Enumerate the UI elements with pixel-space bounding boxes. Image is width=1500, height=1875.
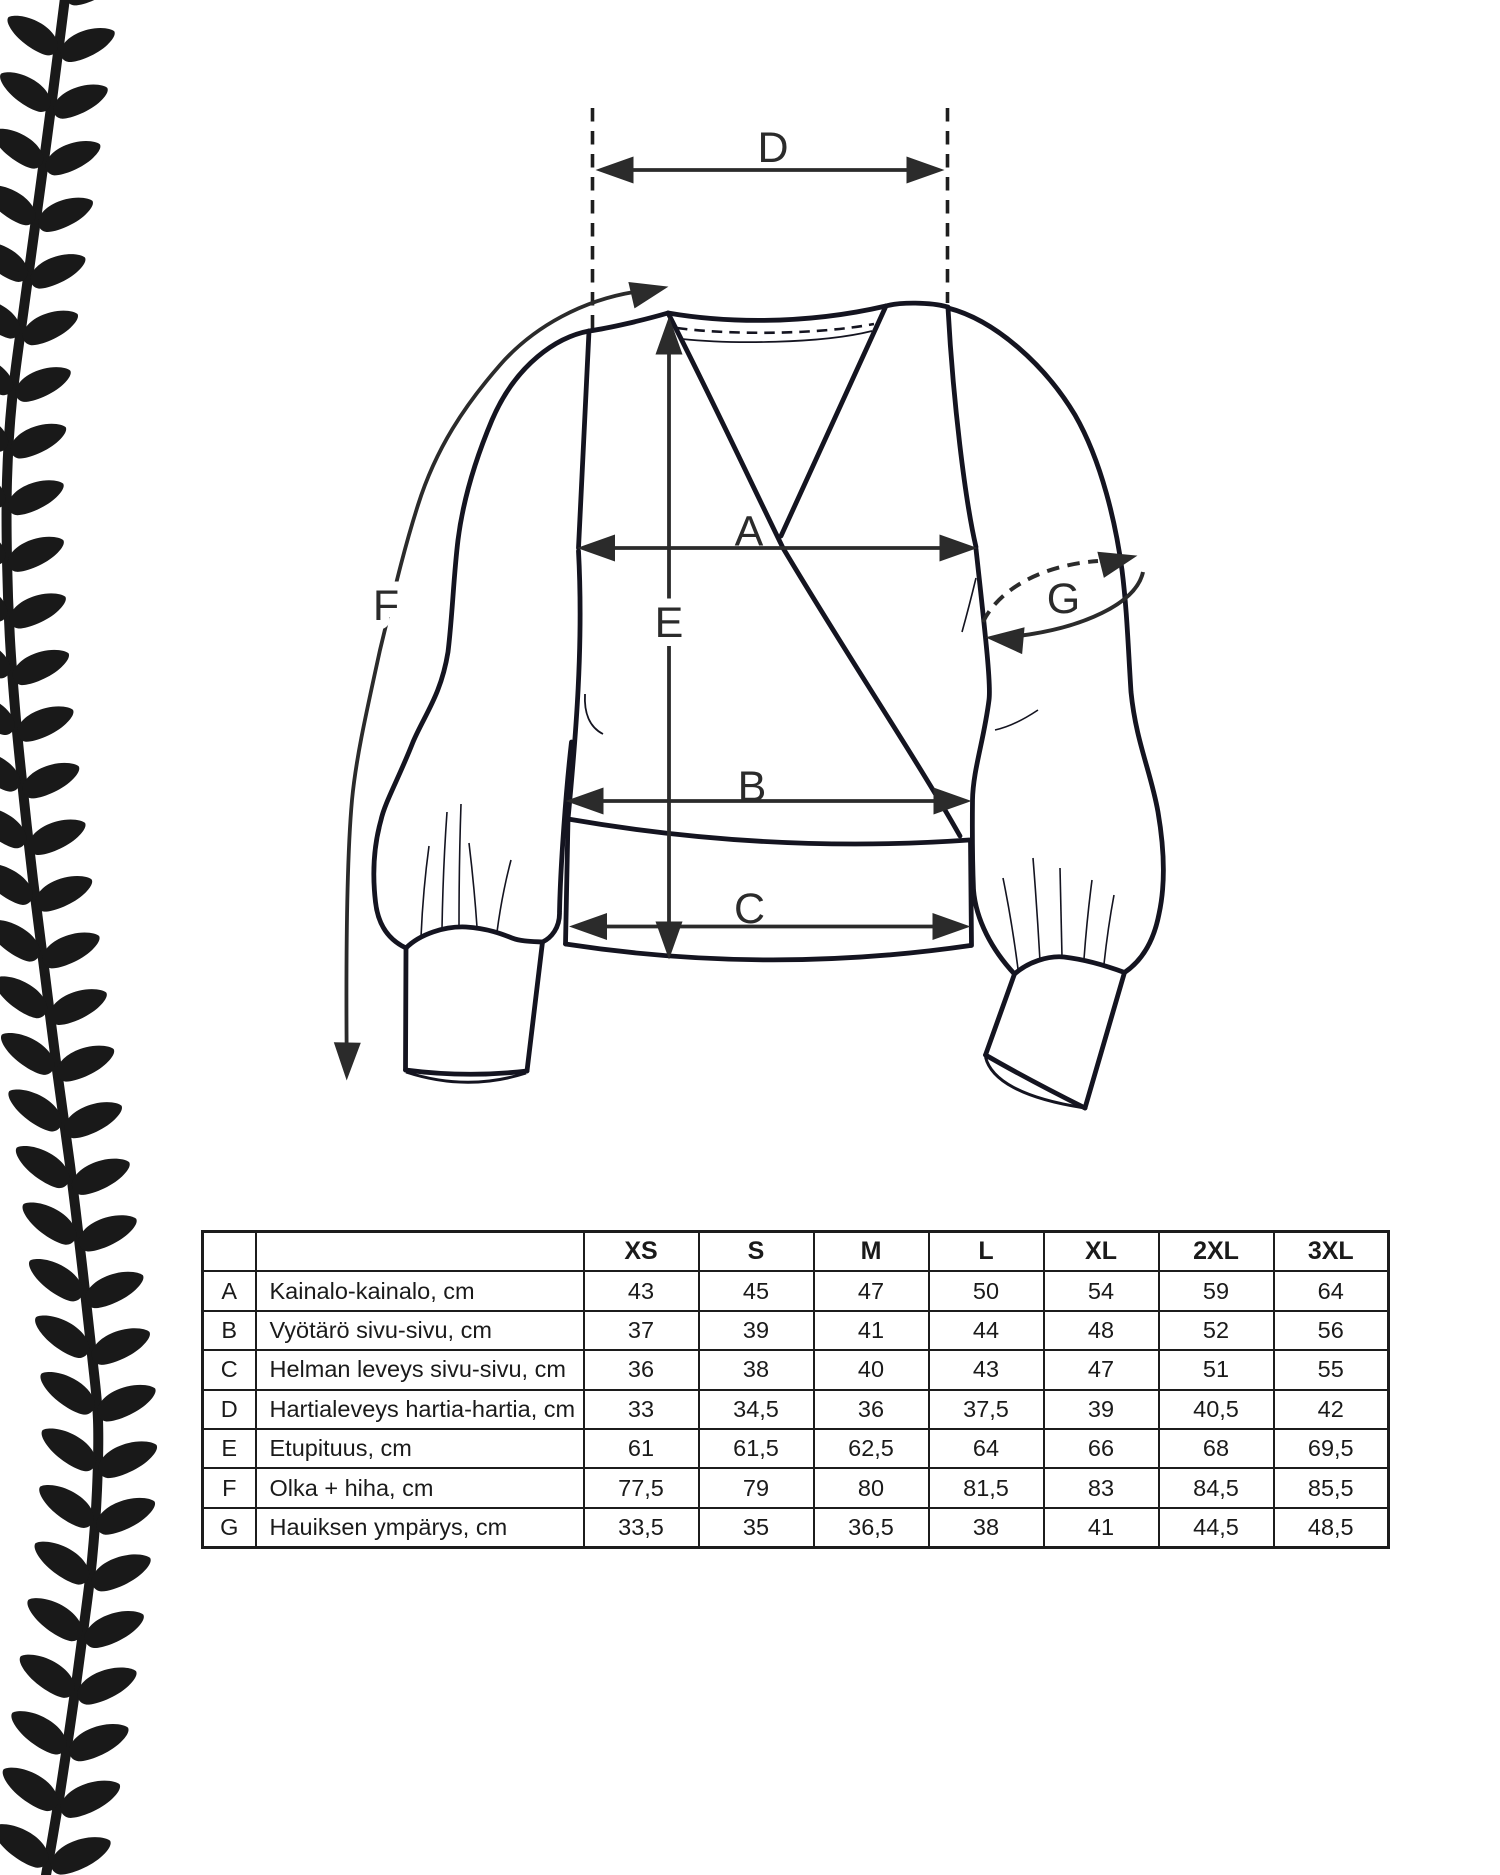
svg-text:B: B xyxy=(738,763,767,811)
svg-text:E: E xyxy=(655,599,684,647)
svg-text:F: F xyxy=(373,582,399,630)
svg-text:G: G xyxy=(1047,575,1080,623)
svg-text:D: D xyxy=(757,124,788,172)
